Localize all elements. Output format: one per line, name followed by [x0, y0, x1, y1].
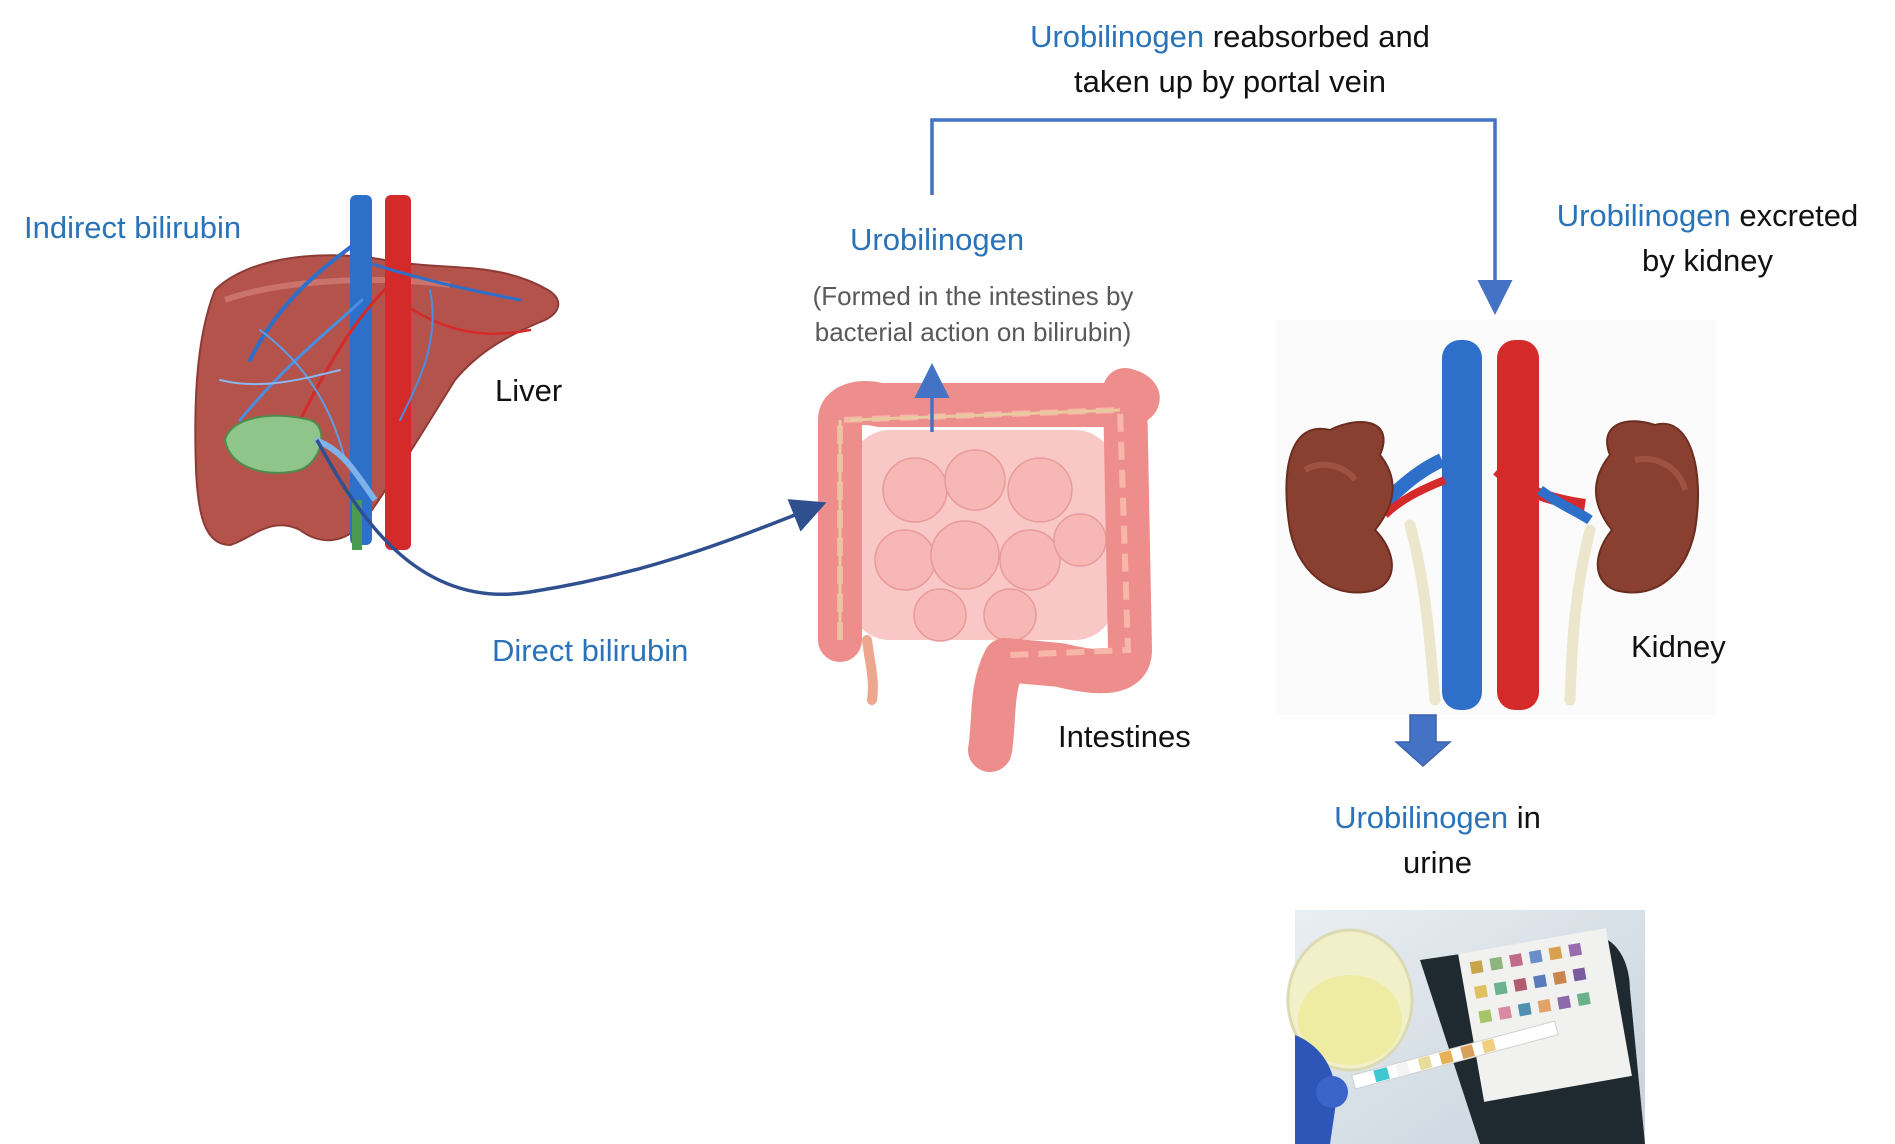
urobilinogen-formation-note: (Formed in the intestines by bacterial a… — [812, 281, 1134, 347]
intestines-illustration — [818, 368, 1160, 772]
urine-label: Urobilinogen in urine — [1334, 800, 1541, 880]
kidney-excretion-label: Urobilinogen excreted by kidney — [1556, 198, 1859, 278]
direct-bilirubin-label: Direct bilirubin — [492, 633, 689, 668]
liver-label: Liver — [495, 373, 563, 408]
kidney-label: Kidney — [1631, 629, 1726, 664]
urine-test-photo — [1286, 910, 1645, 1144]
urine-down-arrow — [1394, 714, 1452, 768]
indirect-bilirubin-label: Indirect bilirubin — [24, 210, 242, 245]
direct-bilirubin-arrow — [315, 439, 827, 596]
kidneys-illustration — [1275, 320, 1715, 715]
portal-vein-loop-arrow — [930, 118, 1513, 315]
liver-illustration — [194, 195, 560, 550]
intestines-label: Intestines — [1058, 719, 1191, 754]
reabsorption-label: Urobilinogen reabsorbed and taken up by … — [1030, 19, 1430, 99]
urobilinogen-label: Urobilinogen — [850, 222, 1025, 257]
